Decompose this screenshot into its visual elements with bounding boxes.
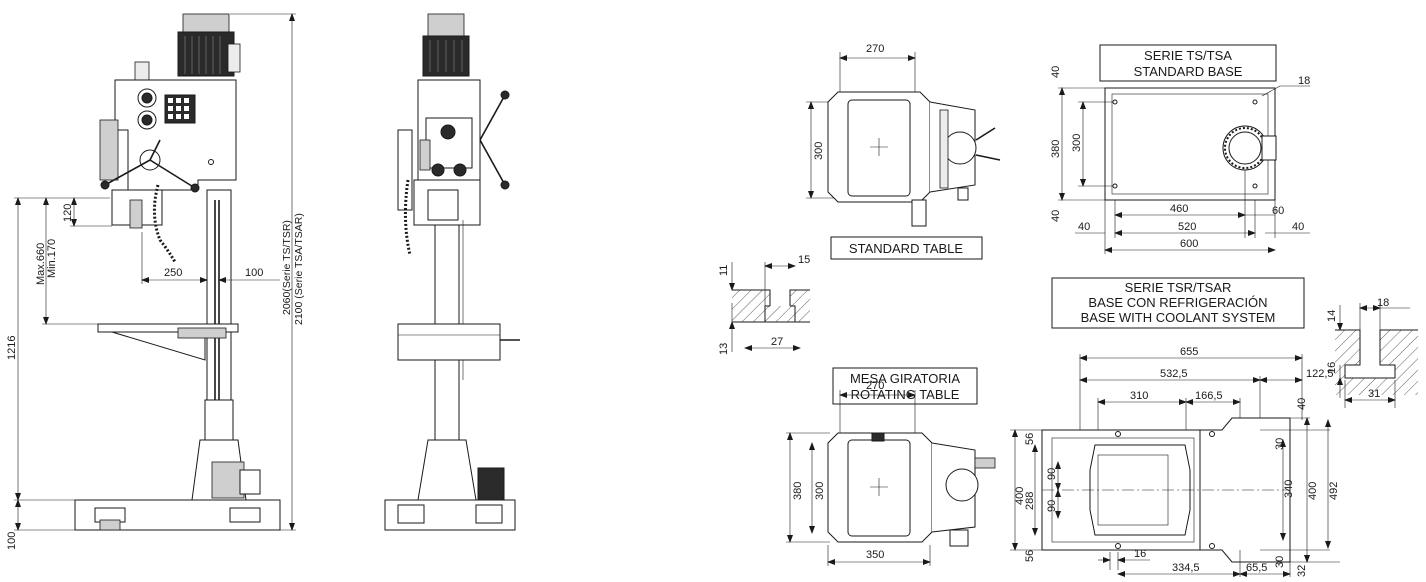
dim-cb-400-left: 400 [1014,487,1026,505]
dim-cb-16: 16 [1134,548,1146,560]
dim-bslot-18: 18 [1377,297,1389,309]
dim-sb-460: 460 [1170,203,1188,215]
dim-cb-90-a: 90 [1046,468,1058,480]
dim-cb-56-bot: 56 [1024,550,1036,562]
dim-cb-400-right: 400 [1307,482,1319,500]
label-standard-table: STANDARD TABLE [849,241,963,256]
drill-front-view [384,13,520,531]
motor-cap [182,13,230,33]
dim-bslot-31: 31 [1368,388,1380,400]
dim-cb-288: 288 [1024,492,1036,510]
dim-1216: 1216 [6,336,18,360]
label-box-coolant-base [1051,277,1305,329]
front-table [397,323,501,361]
coolant-base-view: 655 532,5 122,5 310 166,5 400 288 56 56 … [1010,346,1340,577]
dim-2060: 2060(Serie TS/TSR) [281,220,293,315]
dim-sb-60: 60 [1272,205,1284,217]
dim-cb-32: 32 [1296,565,1308,577]
dim-rot-350: 350 [866,549,884,561]
dim-sb-40-top: 40 [1050,66,1062,78]
dim-slot-13: 13 [718,343,730,355]
dim-rot-300: 300 [814,482,826,500]
base-tslot-detail: 18 14 16 31 [1326,297,1418,408]
dim-cb-340: 340 [1283,480,1295,498]
dim-cb-90-b: 90 [1046,500,1058,512]
dim-cb-56-top: 56 [1024,433,1036,445]
table-tslot-detail: 11 15 13 27 [718,254,810,355]
dim-120: 120 [62,204,74,222]
dim-bslot-14: 14 [1326,310,1338,322]
dim-cb-334: 334,5 [1172,562,1200,574]
front-pump [477,467,505,501]
dim-cb-65: 65,5 [1246,562,1267,574]
front-column [434,224,460,326]
dim-sb-520: 520 [1178,221,1196,233]
dim-cb-310: 310 [1130,390,1148,402]
dim-sb-380: 380 [1050,140,1062,158]
dim-250: 250 [164,267,182,279]
dim-cb-122: 122,5 [1306,368,1334,380]
dim-cb-166: 166,5 [1195,390,1223,402]
standard-table-view: 270 300 [806,43,1001,227]
label-box-standard-base [1099,44,1277,82]
dim-cb-492: 492 [1328,482,1340,500]
dim-rot-270: 270 [866,380,884,392]
dim-rot-380: 380 [792,482,804,500]
label-box-rotating-table [832,367,978,405]
label-serie-tsr-tsar: SERIE TSR/TSAR [1125,280,1232,295]
label-base-refrigeracion: BASE CON REFRIGERACIÓN [1088,295,1267,310]
dim-sb-40-left: 40 [1078,221,1090,233]
dim-slot-15: 15 [798,254,810,266]
label-box-standard-table [830,236,983,260]
dim-cb-30-top: 30 [1274,438,1286,450]
label-mesa-giratoria: MESA GIRATORIA [850,371,960,386]
label-base-coolant: BASE WITH COOLANT SYSTEM [1081,310,1276,325]
dim-cb-30-bot: 30 [1274,556,1286,568]
dim-slot-11: 11 [718,265,730,276]
dim-cb-532: 532,5 [1160,368,1188,380]
dim-min170: Min.170 [46,239,58,278]
oil-cap [134,61,150,83]
label-standard-base: STANDARD BASE [1134,64,1243,79]
dim-sb-40-right: 40 [1292,221,1304,233]
dim-sb-40-bot: 40 [1050,210,1062,222]
dim-100-base: 100 [6,532,18,550]
pump-motor [211,461,245,499]
dim-cb-655: 655 [1180,346,1198,358]
dim-max660: Max.660 [35,243,47,285]
dim-cb-40-top: 40 [1296,398,1308,410]
dim-sb-300: 300 [1071,134,1083,152]
dim-100-col: 100 [245,267,263,279]
dim-std-270: 270 [866,43,884,55]
label-serie-ts-tsa: SERIE TS/TSA [1144,48,1232,63]
drill-side-view: 1216 100 Max.660 Min.170 120 250 100 206… [6,13,305,550]
standard-base-view: 40 380 300 40 18 460 60 520 40 40 600 [1050,66,1310,254]
dim-bslot-16: 16 [1326,362,1338,374]
dim-sb-600: 600 [1180,238,1198,250]
dim-slot-27: 27 [771,336,783,348]
dim-sb-18: 18 [1298,75,1310,87]
dim-2100: 2100 (Serie TSA/TSAR) [293,213,305,325]
rotating-table-view: 270 380 300 350 [786,380,996,566]
dim-std-300: 300 [813,142,825,160]
